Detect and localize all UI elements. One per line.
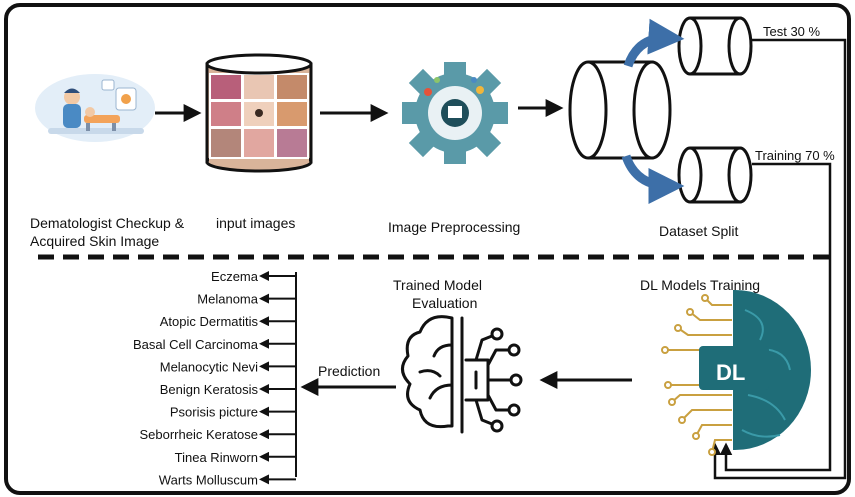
label-dataset-split: Dataset Split xyxy=(659,223,738,239)
split-arrow-test xyxy=(623,18,685,68)
outer-frame xyxy=(4,3,851,495)
split-arrow-training xyxy=(621,154,685,204)
class-label: Seborrheic Keratose xyxy=(139,427,258,442)
test-connector xyxy=(708,38,847,480)
label-evaluation-line1: Trained Model xyxy=(393,277,482,293)
label-evaluation-line2: Evaluation xyxy=(412,295,477,311)
class-label: Melanocytic Nevi xyxy=(160,359,258,374)
dl-brain-icon xyxy=(661,290,811,456)
label-input-images: input images xyxy=(216,215,295,231)
class-label: Tinea Rinworn xyxy=(175,450,258,465)
training-connector xyxy=(719,162,832,472)
class-label: Melanoma xyxy=(197,292,258,307)
test-cylinder xyxy=(677,16,753,76)
label-checkup-line1: Dematologist Checkup & xyxy=(30,215,185,231)
label-checkup-line2: Acquired Skin Image xyxy=(30,233,159,249)
class-label: Basal Cell Carcinoma xyxy=(133,337,259,352)
dl-badge-text: DL xyxy=(716,360,745,385)
class-label: Psorisis picture xyxy=(170,405,258,420)
class-label: Eczema xyxy=(211,269,259,284)
class-label: Benign Keratosis xyxy=(160,382,259,397)
preprocessing-gear-icon xyxy=(402,62,508,164)
label-training-split: Training 70 % xyxy=(755,148,835,163)
input-images-cylinder xyxy=(205,53,313,173)
class-label: Atopic Dermatitis xyxy=(160,314,259,329)
evaluation-brain-icon xyxy=(401,315,523,434)
dataset-cylinder xyxy=(568,60,672,160)
label-test-split: Test 30 % xyxy=(763,24,821,39)
training-cylinder xyxy=(677,146,753,204)
label-prediction: Prediction xyxy=(318,363,380,379)
label-preprocessing: Image Preprocessing xyxy=(388,219,520,235)
doctor-checkup-illustration xyxy=(35,74,155,142)
label-dl-training: DL Models Training xyxy=(640,277,760,293)
class-bracket xyxy=(259,271,297,485)
class-label: Warts Molluscum xyxy=(159,472,258,487)
